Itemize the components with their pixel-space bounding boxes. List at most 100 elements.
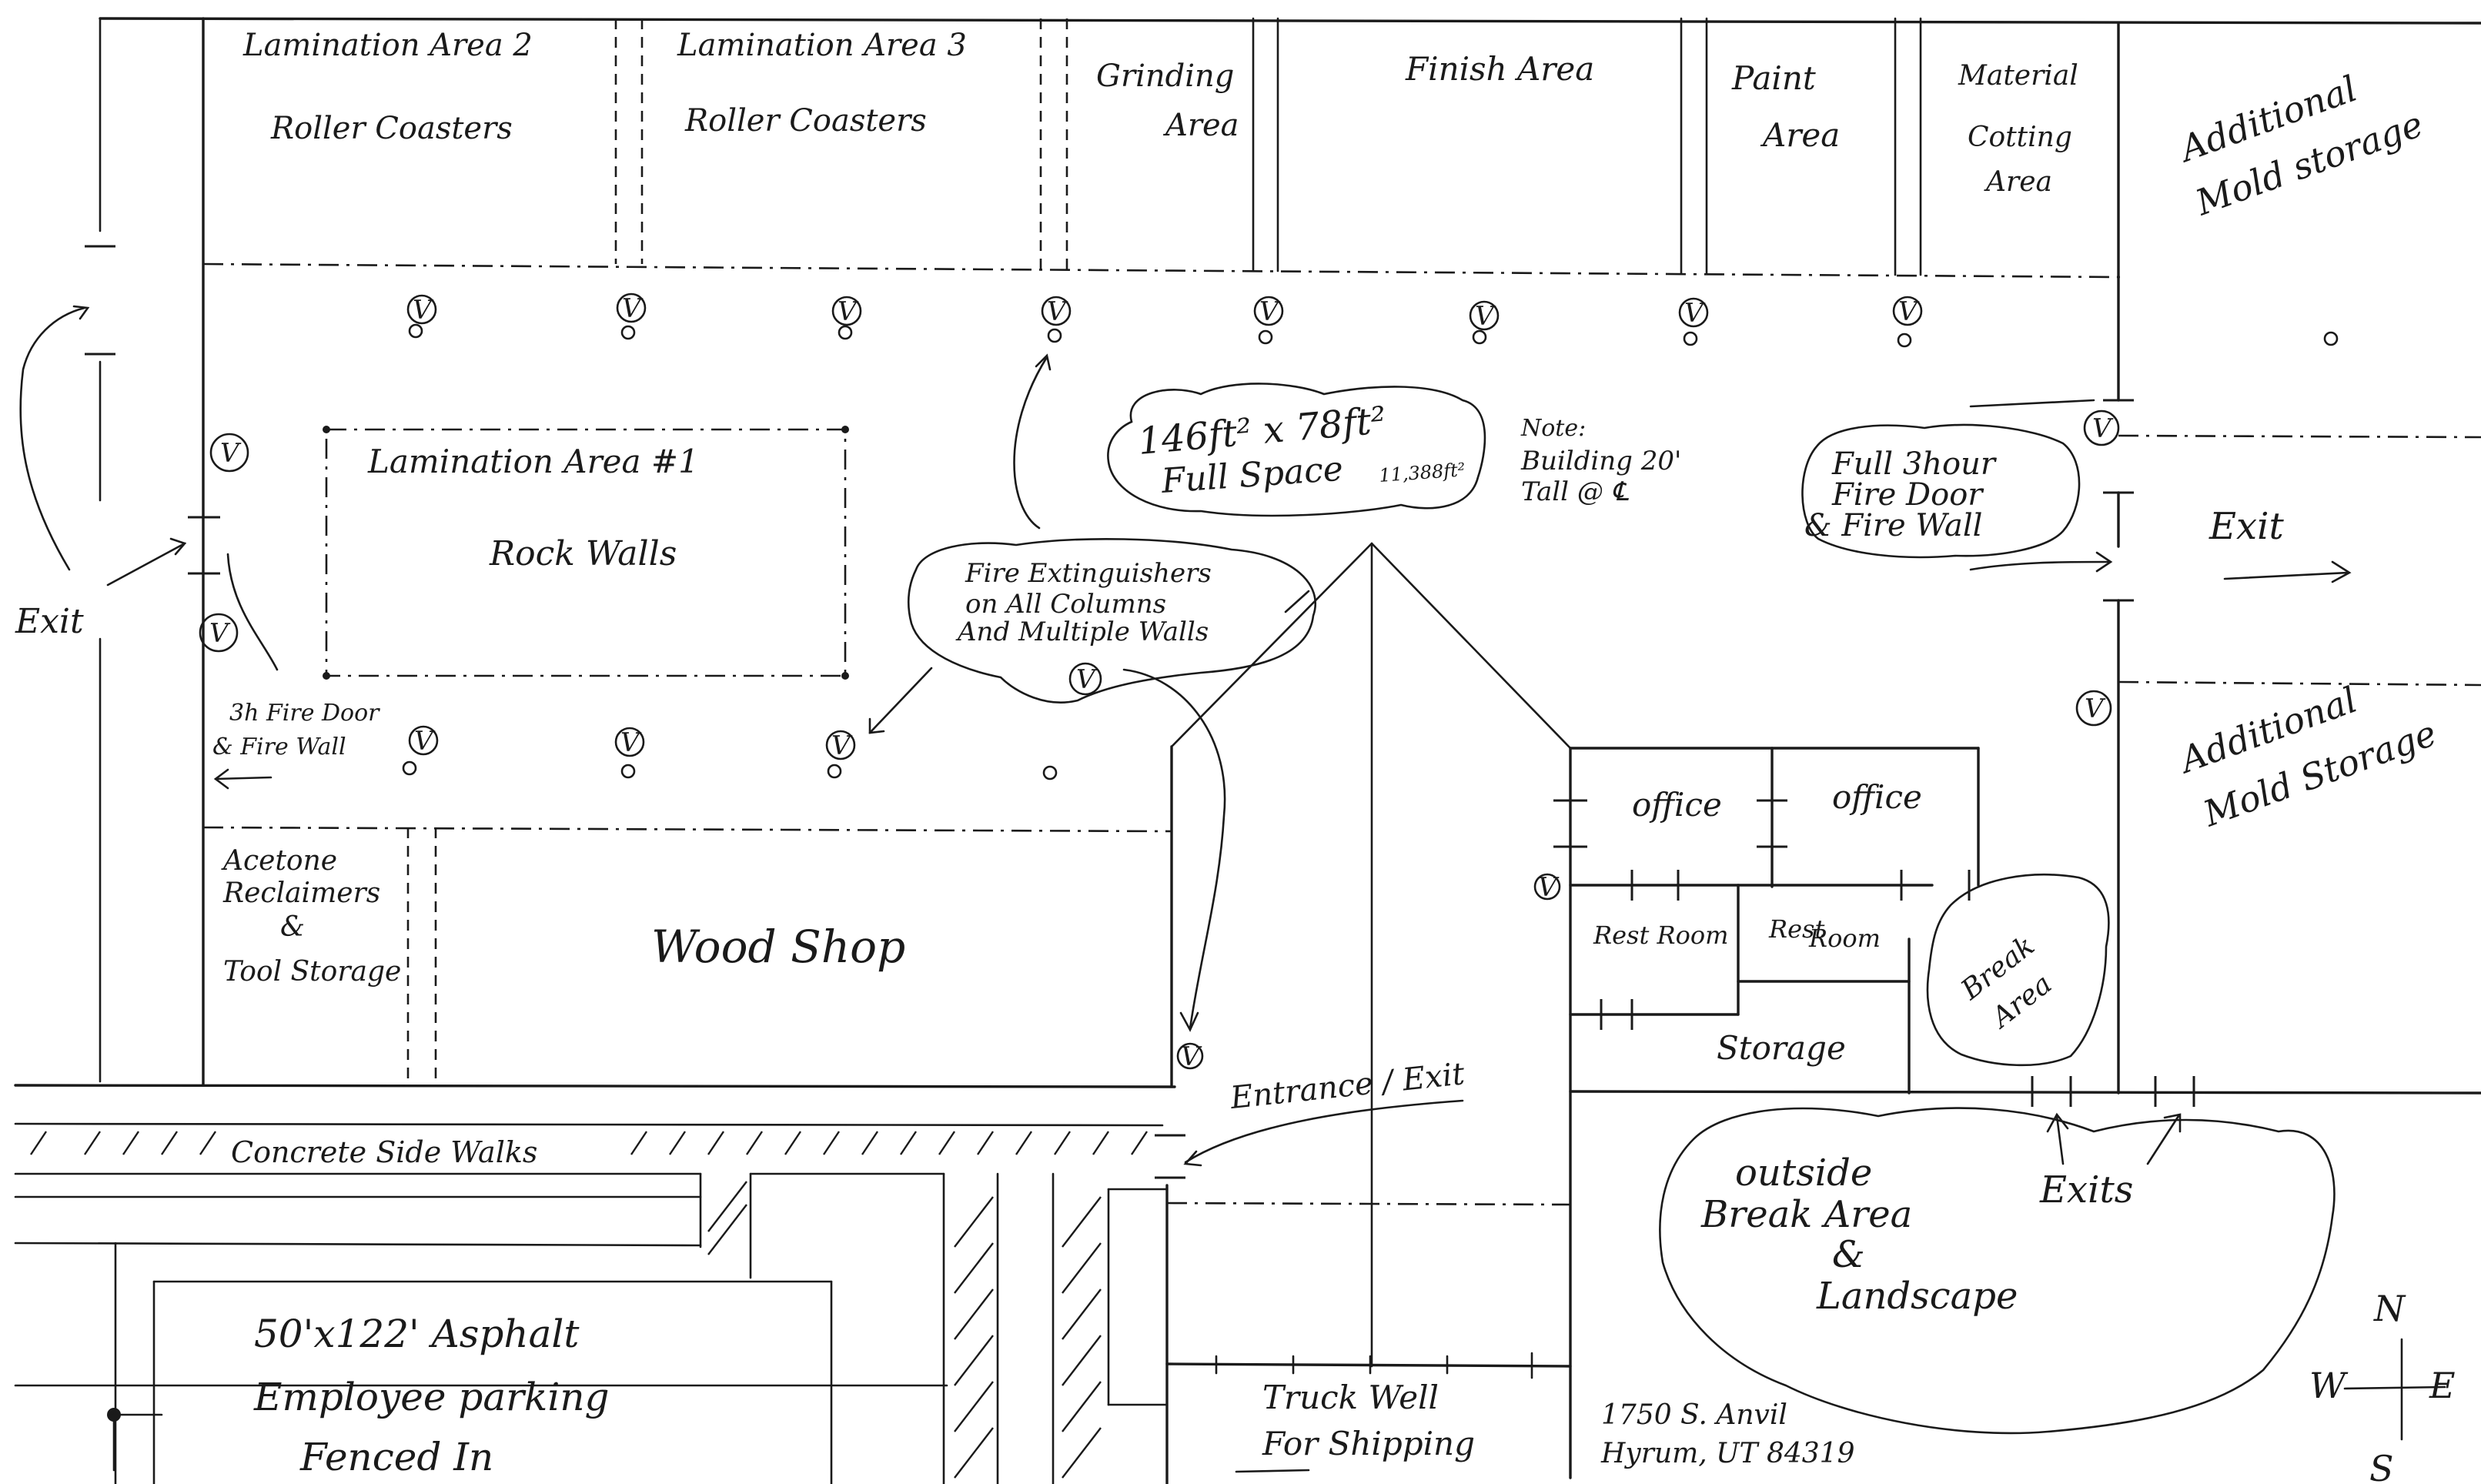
- compass-rose: N S E W: [2309, 1288, 2456, 1484]
- grinding-area-label-2: Area: [1162, 108, 1239, 143]
- lamination-area-3-title: Lamination Area 3: [677, 28, 967, 63]
- sidewalks-label: Concrete Side Walks: [231, 1135, 537, 1169]
- fire-extinguisher-icon: V: [614, 727, 645, 758]
- fire-extinguisher-icon: V: [616, 292, 647, 324]
- material-area-label-1: Material: [1958, 60, 2078, 92]
- compass-north-label: N: [2373, 1288, 2406, 1329]
- door-markers: [85, 245, 2195, 1179]
- fire-door-right-note-1: Full 3hour: [1831, 446, 1998, 482]
- svg-text:V: V: [209, 618, 231, 649]
- fire-extinguisher-note-3: And Multiple Walls: [955, 617, 1209, 647]
- svg-text:V: V: [1898, 296, 1920, 327]
- svg-text:V: V: [1047, 296, 1068, 327]
- fire-extinguisher-note-2: on All Columns: [965, 589, 1166, 620]
- svg-text:V: V: [414, 726, 436, 757]
- fire-door-right-note-2: Fire Door: [1831, 477, 1984, 513]
- lamination-area-1-title: Lamination Area #1: [367, 443, 699, 480]
- finish-area-label: Finish Area: [1405, 50, 1594, 88]
- building-note-3: Tall @ ℄: [1521, 476, 1630, 507]
- lamination-area-1-outline: [323, 426, 849, 680]
- parking-label-3: Fenced In: [299, 1435, 493, 1479]
- area-labels: Lamination Area 2 Roller Coasters Lamina…: [221, 28, 2442, 1479]
- fire-extinguisher-icon: V: [1678, 297, 1709, 329]
- paint-area-label-1: Paint: [1731, 59, 1816, 97]
- compass-east-label: E: [2429, 1365, 2456, 1406]
- lamination-area-2-subtitle: Roller Coasters: [270, 111, 513, 146]
- address-line-2: Hyrum, UT 84319: [1600, 1438, 1854, 1469]
- paint-area-label-2: Area: [1760, 116, 1840, 154]
- outside-break-label-1: outside: [1735, 1151, 1872, 1195]
- fire-extinguisher-icon: V: [1041, 296, 1072, 327]
- fire-extinguisher-icon: V: [199, 613, 239, 653]
- lamination-area-3-subtitle: Roller Coasters: [684, 103, 927, 139]
- fire-extinguisher-icon: V: [1469, 300, 1500, 332]
- fire-extinguisher-cloud: [907, 537, 1317, 704]
- office-1-label: office: [1632, 786, 1722, 824]
- rest-room-2-label-2: Room: [1808, 924, 1881, 953]
- material-area-label-3: Area: [1984, 166, 2052, 198]
- fire-extinguisher-icon: V: [1892, 296, 1923, 327]
- acetone-label-1: Acetone: [221, 845, 337, 877]
- arrows: [19, 305, 2352, 1473]
- fire-extinguisher-icon: V: [1253, 296, 1284, 327]
- svg-text:V: V: [220, 438, 242, 469]
- fire-extinguisher-icon: V: [1533, 872, 1561, 903]
- outside-break-label-2: Break Area: [1700, 1193, 1912, 1236]
- exit-left-label: Exit: [15, 602, 84, 641]
- wood-shop-label: Wood Shop: [651, 921, 905, 973]
- fire-door-left-note-2: & Fire Wall: [212, 734, 346, 760]
- dimension-total: 11,388ft²: [1378, 459, 1466, 486]
- fire-extinguisher-icon: V: [1176, 1041, 1204, 1072]
- notes: 146ft² x 78ft² Full Space 11,388ft² Note…: [212, 399, 1998, 760]
- fire-extinguisher-icon: V: [2075, 690, 2112, 727]
- truck-well-ticks: [1215, 1352, 1533, 1379]
- fire-door-cloud: [1801, 423, 2081, 559]
- rest-room-1-label: Rest Room: [1593, 921, 1728, 950]
- acetone-label-4: Tool Storage: [223, 956, 401, 988]
- svg-text:V: V: [2085, 694, 2106, 724]
- fire-door-right-note-3: & Fire Wall: [1804, 508, 1982, 543]
- address: 1750 S. Anvil Hyrum, UT 84319: [1600, 1399, 1854, 1469]
- dimension-note-1: 146ft² x 78ft²: [1136, 399, 1388, 463]
- acetone-label-3: &: [280, 911, 305, 943]
- sidewalk-and-parking: [14, 1122, 1169, 1484]
- fire-extinguishers: V V V V V V V V V V V V V V V V V V: [199, 292, 2120, 1072]
- outside-break-label-3: &: [1832, 1233, 1865, 1276]
- svg-text:V: V: [1475, 301, 1496, 332]
- break-area-cloud: [1926, 874, 2110, 1067]
- columns: [402, 323, 2339, 780]
- building-note-1: Note:: [1520, 415, 1586, 442]
- address-line-1: 1750 S. Anvil: [1601, 1399, 1787, 1431]
- outside-break-label-4: Landscape: [1816, 1275, 2018, 1318]
- svg-text:V: V: [1181, 1041, 1202, 1072]
- fire-door-left-note-1: 3h Fire Door: [229, 700, 380, 727]
- exits-bottom-label: Exits: [2039, 1168, 2133, 1212]
- svg-text:V: V: [1538, 872, 1560, 903]
- lamination-area-1-subtitle: Rock Walls: [489, 534, 677, 573]
- svg-text:V: V: [831, 730, 853, 761]
- entrance-exit-label: Entrance / Exit: [1228, 1056, 1466, 1116]
- grinding-area-label-1: Grinding: [1096, 58, 1234, 94]
- outside-break-cloud: [1659, 1107, 2336, 1435]
- material-area-label-2: Cotting: [1968, 122, 2072, 153]
- callout-clouds: [907, 383, 2336, 1435]
- svg-text:V: V: [2092, 413, 2114, 444]
- rest-room-2-label-1: Rest: [1768, 914, 1824, 944]
- fire-extinguisher-icon: V: [825, 730, 856, 761]
- fire-extinguisher-icon: V: [1068, 662, 1102, 696]
- fire-extinguisher-icon: V: [2083, 409, 2120, 446]
- fire-extinguisher-icon: V: [406, 294, 437, 326]
- parking-label-2: Employee parking: [253, 1375, 610, 1419]
- truck-well-label-1: Truck Well: [1262, 1379, 1439, 1416]
- office-2-label: office: [1832, 778, 1922, 816]
- exit-right-label: Exit: [2208, 505, 2284, 548]
- svg-text:V: V: [1076, 664, 1098, 695]
- fire-extinguisher-note-1: Fire Extinguishers: [965, 558, 1212, 589]
- compass-west-label: W: [2309, 1365, 2349, 1406]
- compass-south-label: S: [2369, 1448, 2394, 1484]
- svg-text:V: V: [838, 296, 859, 327]
- building-walls: [14, 17, 2481, 1484]
- svg-text:V: V: [622, 293, 644, 324]
- fire-extinguisher-icon: V: [209, 433, 249, 473]
